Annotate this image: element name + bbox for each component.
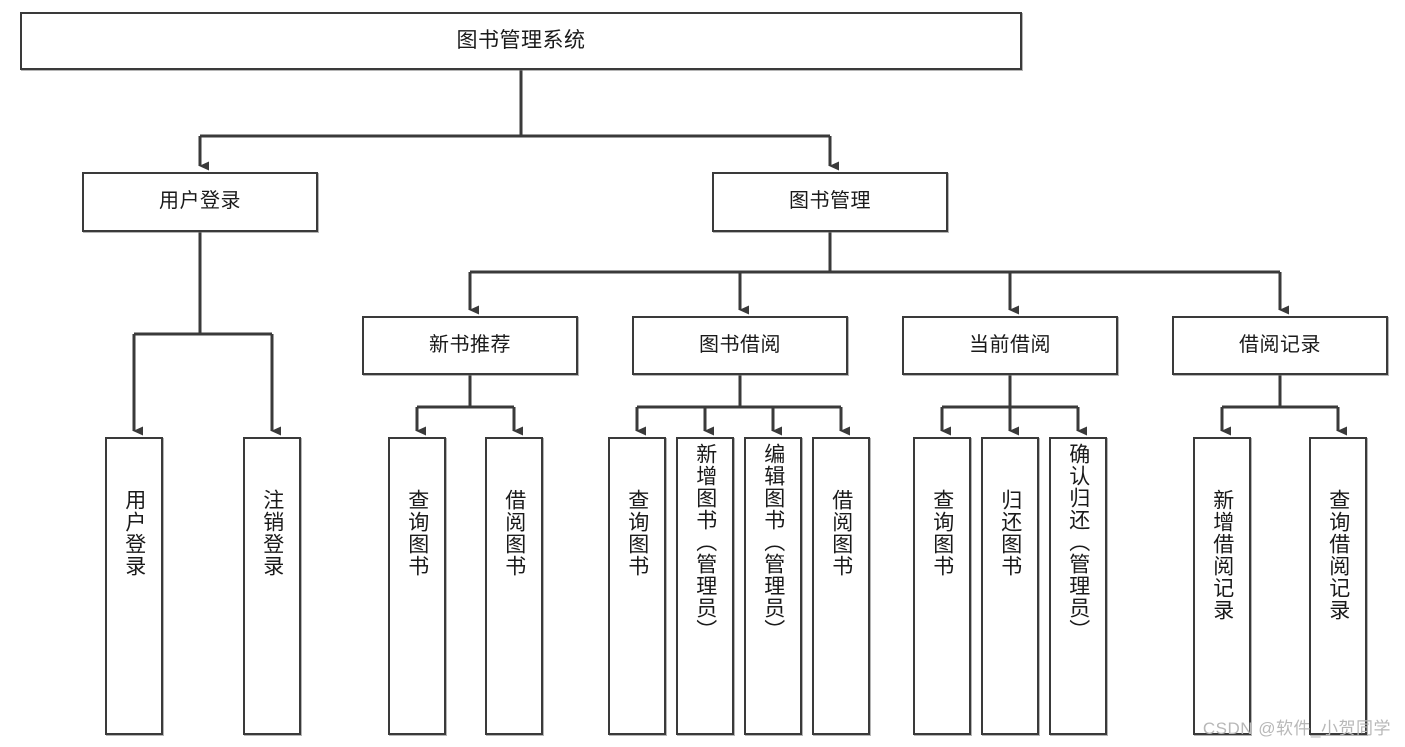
node-label: 借阅记录 [1239, 333, 1321, 356]
leaf-user-login-login[interactable]: 用户登录 [105, 437, 163, 735]
leaf-current-borrow-query-book[interactable]: 查询图书 [913, 437, 971, 735]
node-label: 图书借阅 [699, 333, 781, 356]
leaf-current-borrow-confirm-return-admin[interactable]: 确认归还（管理员） [1049, 437, 1107, 735]
leaf-borrow-record-query-record[interactable]: 查询借阅记录 [1309, 437, 1367, 735]
node-label: 当前借阅 [969, 333, 1051, 356]
node-book-management[interactable]: 图书管理 [712, 172, 948, 232]
leaf-book-borrow-query-book[interactable]: 查询图书 [608, 437, 666, 735]
node-book-borrow[interactable]: 图书借阅 [632, 316, 848, 375]
leaf-new-book-query-book[interactable]: 查询图书 [388, 437, 446, 735]
node-label: 查询图书 [405, 489, 429, 577]
leaf-borrow-record-add-record[interactable]: 新增借阅记录 [1193, 437, 1251, 735]
node-label: 查询图书 [625, 489, 649, 577]
leaf-user-login-logout[interactable]: 注销登录 [243, 437, 301, 735]
node-current-borrow[interactable]: 当前借阅 [902, 316, 1118, 375]
node-label: 用户登录 [122, 489, 146, 577]
node-label: 借阅图书 [829, 489, 853, 577]
leaf-book-borrow-edit-book-admin[interactable]: 编辑图书（管理员） [744, 437, 802, 735]
node-label: 查询借阅记录 [1326, 489, 1350, 621]
leaf-book-borrow-borrow-book[interactable]: 借阅图书 [812, 437, 870, 735]
node-label: 借阅图书 [502, 489, 526, 577]
leaf-new-book-borrow-book[interactable]: 借阅图书 [485, 437, 543, 735]
csdn-watermark: CSDN @软件_小贺同学 [1202, 719, 1391, 738]
node-label: 用户登录 [159, 190, 241, 213]
node-label: 新增图书（管理员） [693, 443, 717, 641]
node-label: 编辑图书（管理员） [761, 443, 785, 641]
node-label: 图书管理 [789, 190, 871, 213]
node-new-book-recommend[interactable]: 新书推荐 [362, 316, 578, 375]
leaf-current-borrow-return-book[interactable]: 归还图书 [981, 437, 1039, 735]
node-root-book-management-system[interactable]: 图书管理系统 [20, 12, 1022, 70]
node-label: 确认归还（管理员） [1066, 443, 1090, 641]
node-label: 新书推荐 [429, 333, 511, 356]
node-borrow-record[interactable]: 借阅记录 [1172, 316, 1388, 375]
node-label: 注销登录 [260, 489, 284, 577]
leaf-book-borrow-add-book-admin[interactable]: 新增图书（管理员） [676, 437, 734, 735]
node-label: 新增借阅记录 [1210, 489, 1234, 621]
node-user-login[interactable]: 用户登录 [82, 172, 318, 232]
node-label: 图书管理系统 [456, 28, 586, 52]
node-label: 归还图书 [998, 489, 1022, 577]
node-label: 查询图书 [930, 489, 954, 577]
